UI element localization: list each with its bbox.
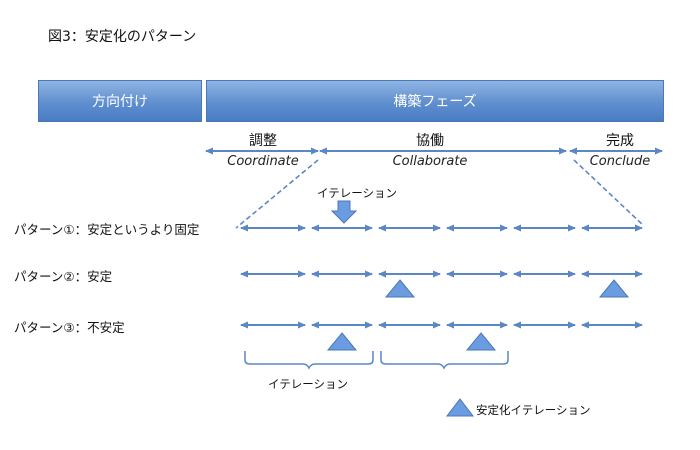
phase-label-construction: 構築フェーズ: [393, 94, 477, 110]
stage-conclude-jp: 完成: [606, 133, 634, 149]
stabilization-triangle: [465, 332, 497, 351]
iteration-brace-left: [244, 351, 374, 370]
stage-coordinate-jp: 調整: [249, 133, 277, 149]
phase-bar-construction: 構築フェーズ: [206, 80, 664, 122]
stage-collaborate-jp: 協働: [416, 133, 444, 149]
phase-label-orientation: 方向付け: [92, 94, 148, 110]
phase-bar-orientation: 方向付け: [38, 80, 202, 122]
stage-coordinate-en: Coordinate: [227, 154, 299, 169]
dashed-guide-right: [573, 159, 645, 227]
stabilization-triangle: [326, 332, 358, 351]
iteration-down-arrow: [330, 200, 358, 224]
pattern-2-label: パターン②：安定: [14, 269, 113, 284]
stage-collaborate: 協働 Collaborate: [385, 130, 475, 169]
legend-triangle-icon: [445, 398, 475, 417]
stage-coordinate: 調整 Coordinate: [218, 130, 308, 169]
iteration-brace-right: [380, 351, 509, 370]
page-title: 図3：安定化のパターン: [48, 29, 197, 45]
stabilization-triangle: [384, 279, 416, 298]
pattern-1-label: パターン①：安定というより固定: [14, 222, 200, 237]
legend-label: 安定化イテレーション: [476, 403, 591, 417]
pattern-3-label: パターン③：不安定: [14, 320, 125, 335]
stabilization-triangle: [598, 279, 630, 298]
iteration-label-bottom: イテレーション: [268, 377, 349, 391]
dashed-guide-left: [235, 159, 319, 229]
iteration-label-top: イテレーション: [317, 186, 398, 200]
stage-conclude: 完成 Conclude: [575, 130, 665, 169]
stage-conclude-en: Conclude: [589, 154, 651, 169]
stage-collaborate-en: Collaborate: [392, 154, 468, 169]
